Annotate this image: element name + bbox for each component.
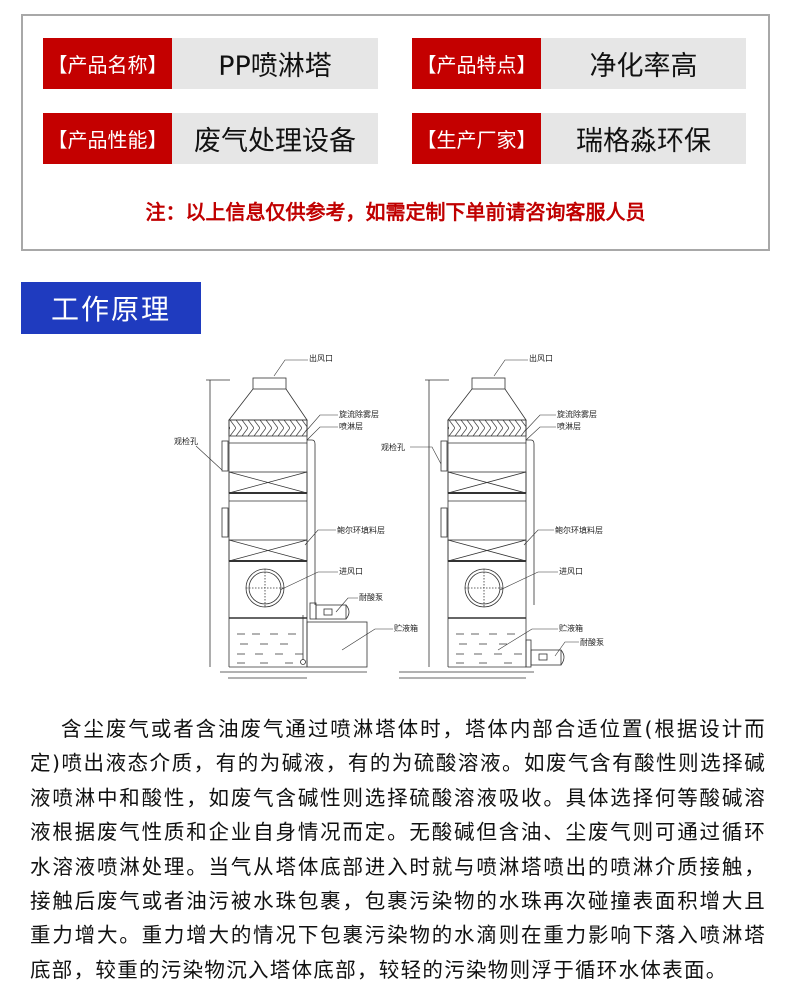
info-row-feature: 【产品特点】 净化率高: [412, 38, 746, 89]
label-spray: 喷淋层: [339, 421, 363, 431]
info-label: 【产品性能】: [43, 113, 172, 164]
info-value: PP喷淋塔: [172, 38, 378, 89]
label-packing: 鲍尔环填料层: [337, 525, 385, 535]
label-inlet: 进风口: [559, 567, 583, 576]
label-outlet: 出风口: [529, 353, 553, 363]
info-value: 瑞格淼环保: [541, 113, 746, 164]
diagram-labels: 出风口 旋流除雾层 喷淋层 观检孔 鲍尔环填料层 进风口 耐酸泵 贮液箱 出风口…: [174, 353, 604, 647]
info-row-manufacturer: 【生产厂家】 瑞格淼环保: [412, 113, 746, 164]
product-info-box: 【产品名称】 PP喷淋塔 【产品特点】 净化率高 【产品性能】 废气处理设备 【…: [21, 14, 770, 251]
info-row-name: 【产品名称】 PP喷淋塔: [43, 38, 378, 89]
label-pump: 耐酸泵: [359, 592, 383, 602]
info-label: 【生产厂家】: [412, 113, 541, 164]
disclaimer-note: 注：以上信息仅供参考，如需定制下单前请咨询客服人员: [145, 200, 646, 224]
label-demister: 旋流除雾层: [339, 409, 379, 419]
leader-lines: [195, 359, 579, 657]
label-pump: 耐酸泵: [580, 637, 604, 647]
spray-tower-diagram: 出风口 旋流除雾层 喷淋层 观检孔 鲍尔环填料层 进风口 耐酸泵 贮液箱 出风口…: [174, 353, 604, 679]
info-row-performance: 【产品性能】 废气处理设备: [43, 113, 378, 164]
label-demister: 旋流除雾层: [557, 409, 597, 419]
info-value: 净化率高: [541, 38, 746, 89]
label-tank: 贮液箱: [559, 623, 583, 633]
section-title: 工作原理: [21, 282, 201, 334]
info-label: 【产品特点】: [412, 38, 541, 89]
label-inlet: 进风口: [339, 567, 363, 576]
info-label: 【产品名称】: [43, 38, 172, 89]
label-packing: 鲍尔环填料层: [555, 525, 603, 535]
tower-left: [205, 377, 368, 679]
label-tank: 贮液箱: [394, 623, 418, 633]
label-outlet: 出风口: [309, 353, 333, 363]
working-principle-text: 含尘废气或者含油废气通过喷淋塔体时，塔体内部合适位置(根据设计而定)喷出液态介质…: [30, 717, 766, 982]
label-spray: 喷淋层: [557, 421, 581, 431]
label-inspection: 观检孔: [174, 436, 198, 446]
info-value: 废气处理设备: [172, 113, 378, 164]
tower-right: [399, 377, 565, 679]
label-inspection: 观检孔: [381, 442, 405, 452]
